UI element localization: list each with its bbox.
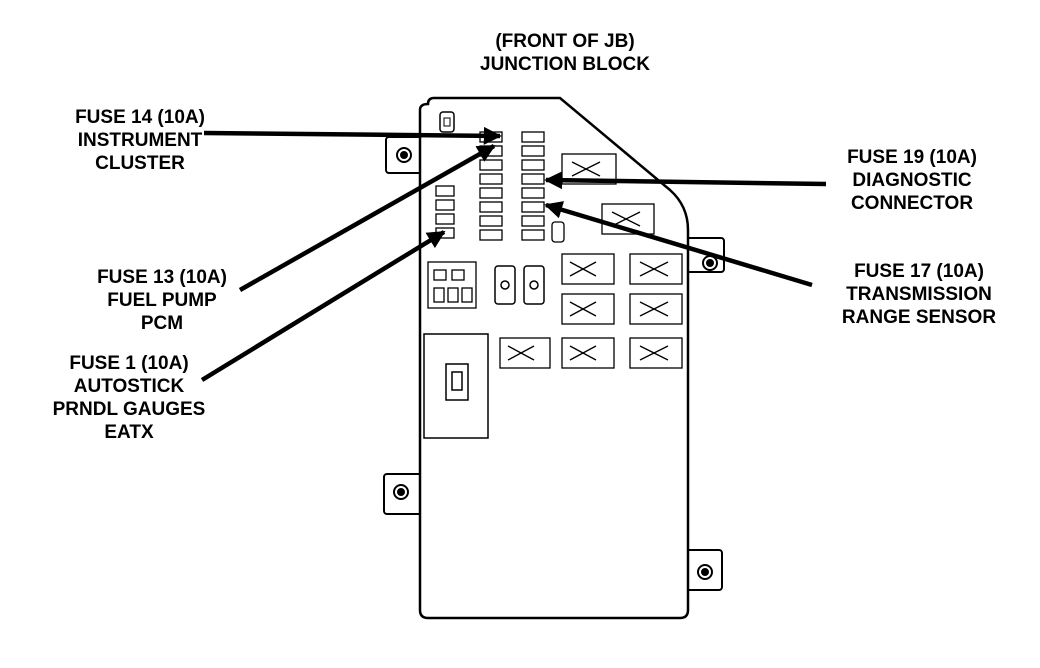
relay-grid: [499, 253, 683, 369]
title-line-1: (FRONT OF JB): [495, 31, 635, 52]
relay: [561, 337, 615, 369]
callout-line: CONNECTOR: [850, 193, 974, 214]
relay: [629, 253, 683, 285]
callout-arrows: [200, 126, 827, 382]
arrow-fuse-14: [203, 126, 502, 145]
connector-socket: [551, 221, 565, 243]
callout-line: DIAGNOSTIC: [852, 170, 972, 191]
callout-line: PCM: [140, 313, 184, 334]
diagram-title: (FRONT OF JB) JUNCTION BLOCK: [420, 30, 710, 76]
callout-line: FUSE 19 (10A): [847, 147, 977, 168]
arrow-fuse-13: [238, 144, 496, 292]
callout-fuse-17: FUSE 17 (10A) TRANSMISSION RANGE SENSOR: [816, 260, 1022, 329]
callout-line: PRNDL GAUGES: [52, 399, 206, 420]
circuit-breaker-block: [427, 261, 477, 309]
mounting-tabs: [383, 136, 725, 591]
callout-line: FUEL PUMP: [107, 290, 217, 311]
callout-line: FUSE 13 (10A): [97, 267, 227, 288]
relay: [629, 293, 683, 325]
relay: [629, 337, 683, 369]
fuse-column-right: [521, 131, 545, 241]
arrow-fuse-1: [200, 230, 446, 382]
callout-fuse-19: FUSE 19 (10A) DIAGNOSTIC CONNECTOR: [818, 146, 1006, 215]
callout-line: FUSE 14 (10A): [75, 107, 205, 128]
callout-line: EATX: [104, 422, 154, 443]
relay: [499, 337, 551, 369]
callout-line: AUTOSTICK: [73, 376, 185, 397]
callout-line: FUSE 17 (10A): [854, 261, 984, 282]
connector-pocket: [423, 333, 489, 439]
relay: [561, 253, 615, 285]
callout-fuse-1: FUSE 1 (10A) AUTOSTICK PRNDL GAUGES EATX: [24, 352, 234, 444]
relay: [561, 293, 615, 325]
arrow-fuse-17: [544, 201, 813, 288]
relay-group-upper: [561, 153, 655, 235]
connector-socket: [439, 111, 455, 133]
callout-fuse-13: FUSE 13 (10A) FUEL PUMP PCM: [62, 266, 262, 335]
arrow-fuse-19: [544, 171, 827, 190]
maxi-fuses: [494, 265, 545, 305]
callout-line: TRANSMISSION: [846, 284, 992, 305]
callout-fuse-14: FUSE 14 (10A) INSTRUMENT CLUSTER: [40, 106, 240, 175]
title-line-2: JUNCTION BLOCK: [480, 54, 650, 75]
callout-line: CLUSTER: [95, 153, 185, 174]
callout-line: INSTRUMENT: [77, 130, 203, 151]
callout-line: RANGE SENSOR: [841, 307, 997, 328]
fuse-array: [435, 131, 565, 243]
callout-line: FUSE 1 (10A): [69, 353, 189, 374]
